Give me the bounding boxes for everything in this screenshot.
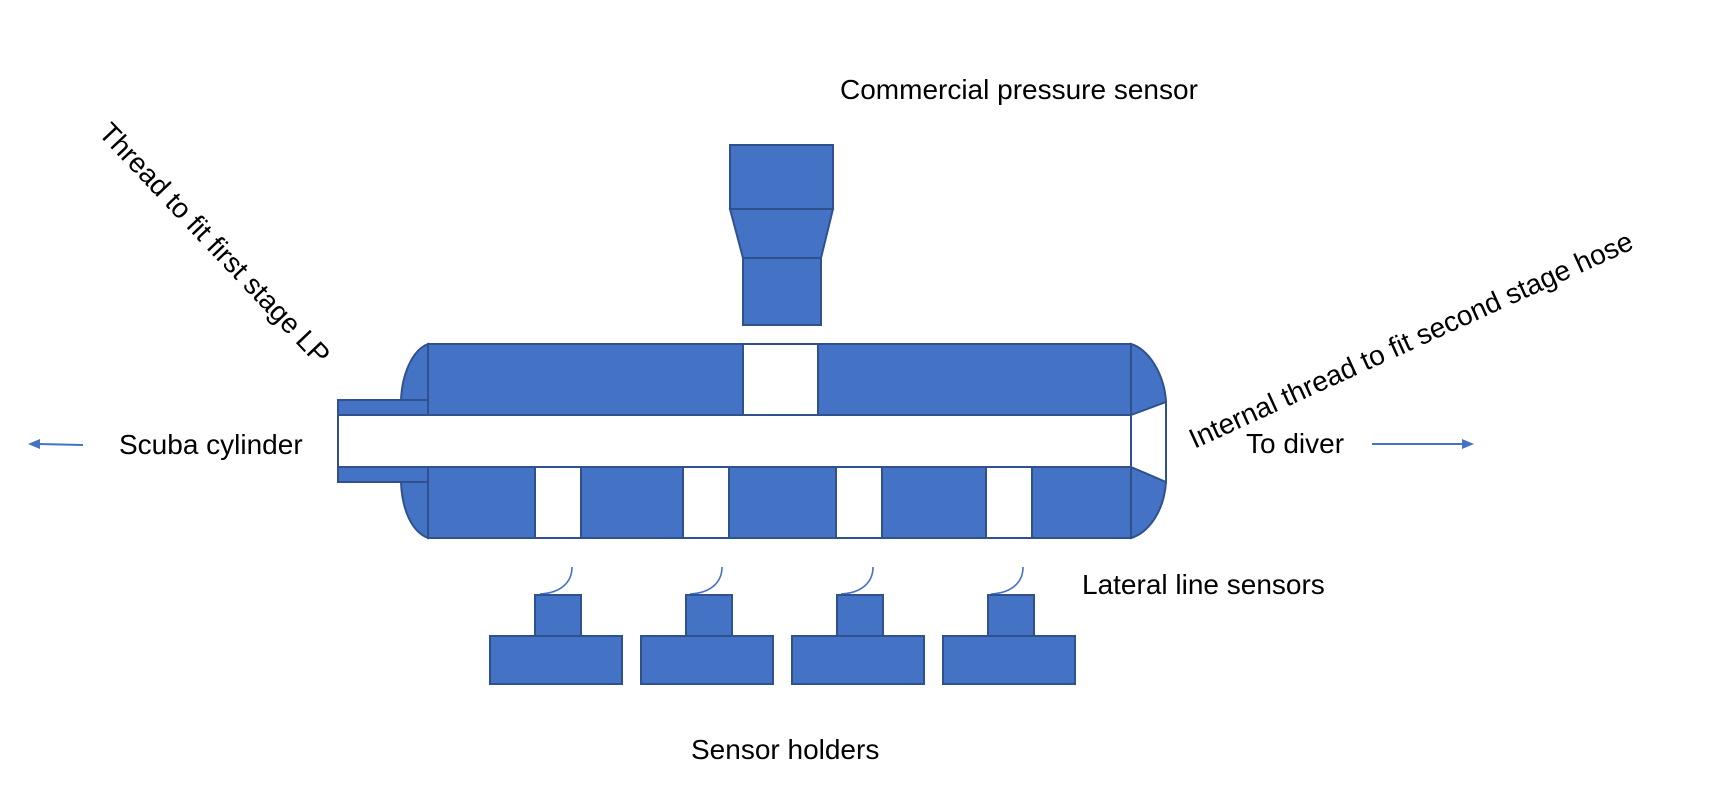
sensor-holder-3 <box>791 594 925 685</box>
arrow-left-icon <box>28 439 84 449</box>
pressure-sensor-head <box>729 144 834 210</box>
label-sensor-holders: Sensor holders <box>691 734 880 765</box>
lateral-line-sensor-1 <box>539 566 573 595</box>
sensor-holder-stem <box>534 594 582 637</box>
bore <box>337 414 1132 468</box>
pressure-sensor-taper <box>728 208 835 259</box>
sensor-holder-base <box>489 635 623 685</box>
outlet-flare <box>1130 400 1167 484</box>
sensor-holder-stem <box>685 594 733 637</box>
lateral-line-sensor-3 <box>840 566 874 595</box>
lateral-port-3 <box>835 466 883 539</box>
pressure-sensor-stem <box>742 257 822 326</box>
lateral-line-sensor-2 <box>689 566 723 595</box>
lateral-port-2 <box>682 466 730 539</box>
label-lateral-line-sensors: Lateral line sensors <box>1082 569 1325 600</box>
lateral-port-1 <box>534 466 582 539</box>
sensor-holder-base <box>640 635 774 685</box>
label-commercial-pressure-sensor: Commercial pressure sensor <box>840 74 1198 105</box>
lateral-line-sensor-4 <box>990 566 1024 595</box>
sensor-holder-base <box>791 635 925 685</box>
label-scuba-cylinder: Scuba cylinder <box>119 429 303 460</box>
sensor-holder-stem <box>836 594 884 637</box>
pressure-sensor-port <box>742 343 819 416</box>
sensor-holder-1 <box>489 594 623 685</box>
sensor-holder-2 <box>640 594 774 685</box>
lateral-port-4 <box>985 466 1033 539</box>
sensor-holder-stem <box>987 594 1035 637</box>
arrow-right-icon <box>1372 439 1474 449</box>
sensor-holder-4 <box>942 594 1076 685</box>
commercial-pressure-sensor <box>728 144 835 326</box>
label-to-diver: To diver <box>1246 428 1345 459</box>
sensor-holder-base <box>942 635 1076 685</box>
